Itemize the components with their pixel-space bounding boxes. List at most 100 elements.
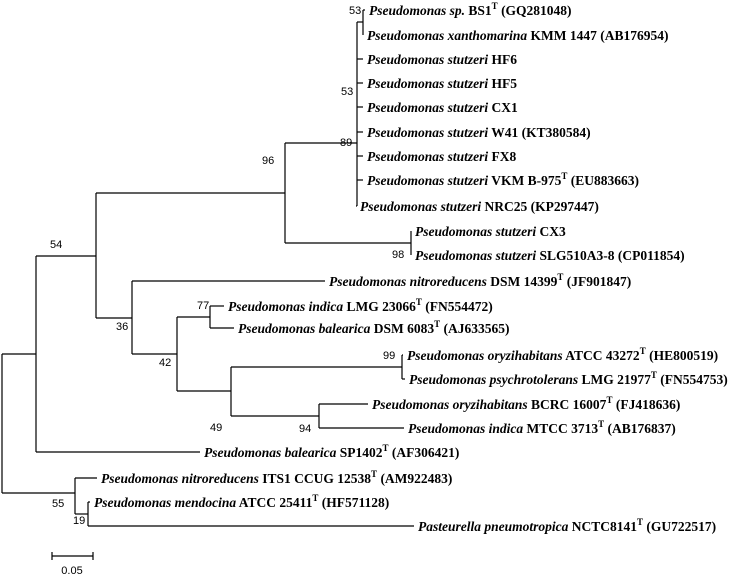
taxon-species-name: Pseudomonas stutzeri <box>367 149 488 164</box>
taxon-species-name: Pseudomonas stutzeri <box>415 224 536 239</box>
taxon-species-name: Pseudomonas indica <box>408 421 523 436</box>
taxon-species-name: Pseudomonas psychrotolerans <box>409 372 578 387</box>
type-strain-marker: T <box>383 443 389 453</box>
taxon-species-name: Pseudomonas nitroreducens <box>329 274 487 289</box>
taxon-strain: ITS1 CCUG 12538 <box>259 471 371 486</box>
taxon-species-name: Pseudomonas balearica <box>204 445 337 460</box>
type-strain-marker: T <box>606 395 612 405</box>
taxon-strain: LMG 23066 <box>343 299 416 314</box>
scale-bar-label: 0.05 <box>61 565 82 577</box>
taxon-species-name: Pasteurella pneumotropica <box>418 519 569 534</box>
taxon-accession: (HE800519) <box>646 348 718 363</box>
taxon-species-name: Pseudomonas mendocina <box>94 495 236 510</box>
taxon-label: Pseudomonas stutzeri CX3 <box>415 224 566 239</box>
taxon-label: Pseudomonas balearica SP1402T (AF306421) <box>204 443 459 460</box>
taxon-accession: (JF901847) <box>563 274 631 289</box>
taxon-strain: HF6 <box>488 52 517 67</box>
bootstrap-value: 49 <box>210 422 222 434</box>
taxon-accession: (AM922483) <box>377 471 452 486</box>
taxon-label: Pseudomonas xanthomarina KMM 1447 (AB176… <box>367 28 669 43</box>
taxon-species-name: Pseudomonas stutzeri <box>367 52 488 67</box>
bootstrap-value: 19 <box>73 515 85 527</box>
taxon-species-name: Pseudomonas oryzihabitans <box>372 397 528 412</box>
taxon-strain: CX1 <box>488 100 518 115</box>
taxon-species-name: Pseudomonas stutzeri <box>367 173 488 188</box>
taxon-label: Pseudomonas stutzeri NRC25 (KP297447) <box>360 199 599 214</box>
taxon-strain: KMM 1447 <box>527 28 597 43</box>
taxon-accession: (KP297447) <box>527 199 599 214</box>
taxon-strain: SLG510A3-8 <box>536 248 615 263</box>
bootstrap-value: 99 <box>383 350 395 362</box>
taxon-label: Pasteurella pneumotropica NCTC8141T (GU7… <box>418 517 716 534</box>
bootstrap-value: 89 <box>340 137 352 149</box>
taxon-accession: (AB176837) <box>604 421 676 436</box>
bootstrap-value: 53 <box>349 5 361 17</box>
taxon-species-name: Pseudomonas stutzeri <box>415 248 536 263</box>
taxon-label: Pseudomonas oryzihabitans BCRC 16007T (F… <box>372 395 680 412</box>
taxon-strain: BS1 <box>465 3 492 18</box>
taxon-species-name: Pseudomonas oryzihabitans <box>407 348 563 363</box>
type-strain-marker: T <box>640 346 646 356</box>
taxon-strain: ATCC 43272 <box>563 348 640 363</box>
bootstrap-value: 42 <box>159 357 171 369</box>
taxon-label: Pseudomonas oryzihabitans ATCC 43272T (H… <box>407 346 718 363</box>
bootstrap-value: 55 <box>52 498 64 510</box>
type-strain-marker: T <box>598 419 604 429</box>
type-strain-marker: T <box>312 493 318 503</box>
taxon-label: Pseudomonas sp. BS1T (GQ281048) <box>369 1 572 18</box>
taxon-strain: LMG 21977 <box>578 372 651 387</box>
taxon-strain: VKM B-975 <box>488 173 561 188</box>
type-strain-marker: T <box>637 517 643 527</box>
taxon-accession: (EU883663) <box>567 173 639 188</box>
taxon-strain: SP1402 <box>336 445 382 460</box>
bootstrap-value: 94 <box>299 423 311 435</box>
taxon-accession: (FJ418636) <box>612 397 680 412</box>
taxon-accession: (GU722517) <box>643 519 716 534</box>
taxon-species-name: Pseudomonas sp. <box>369 3 465 18</box>
taxon-strain: NRC25 <box>481 199 527 214</box>
taxon-label: Pseudomonas stutzeri HF5 <box>367 76 517 91</box>
taxon-strain: CX3 <box>536 224 566 239</box>
taxon-label: Pseudomonas stutzeri CX1 <box>367 100 518 115</box>
taxon-accession: (KT380584) <box>518 125 590 140</box>
taxon-strain: ATCC 25411 <box>236 495 313 510</box>
taxon-label: Pseudomonas indica LMG 23066T (FN554472) <box>228 297 493 314</box>
type-strain-marker: T <box>561 171 567 181</box>
taxon-species-name: Pseudomonas stutzeri <box>367 100 488 115</box>
taxon-strain: BCRC 16007 <box>528 397 607 412</box>
taxon-species-name: Pseudomonas balearica <box>238 321 371 336</box>
bootstrap-value: 96 <box>262 155 274 167</box>
taxon-accession: (AF306421) <box>389 445 460 460</box>
taxon-accession: (FN554753) <box>657 372 728 387</box>
taxon-species-name: Pseudomonas stutzeri <box>360 199 481 214</box>
type-strain-marker: T <box>557 272 563 282</box>
type-strain-marker: T <box>416 297 422 307</box>
taxon-label: Pseudomonas psychrotolerans LMG 21977T (… <box>409 370 728 387</box>
taxon-strain: DSM 6083 <box>370 321 434 336</box>
taxon-accession: (AJ633565) <box>440 321 509 336</box>
type-strain-marker: T <box>434 319 440 329</box>
taxon-accession: (FN554472) <box>422 299 493 314</box>
taxon-label: Pseudomonas stutzeri HF6 <box>367 52 517 67</box>
taxon-species-name: Pseudomonas stutzeri <box>367 76 488 91</box>
taxon-species-name: Pseudomonas xanthomarina <box>367 28 527 43</box>
taxon-strain: FX8 <box>488 149 516 164</box>
taxon-species-name: Pseudomonas nitroreducens <box>101 471 259 486</box>
taxon-strain: MTCC 3713 <box>523 421 598 436</box>
scale-bar: 0.05 <box>51 552 94 577</box>
bootstrap-value: 98 <box>392 249 404 261</box>
taxon-label: Pseudomonas mendocina ATCC 25411T (HF571… <box>94 493 389 510</box>
taxon-accession: (GQ281048) <box>498 3 572 18</box>
taxon-species-name: Pseudomonas indica <box>228 299 343 314</box>
taxon-label: Pseudomonas stutzeri FX8 <box>367 149 517 164</box>
taxon-accession: (CP011854) <box>615 248 685 263</box>
bootstrap-value: 36 <box>116 321 128 333</box>
taxon-label: Pseudomonas nitroreducens DSM 14399T (JF… <box>329 272 631 289</box>
taxon-strain: DSM 14399 <box>487 274 558 289</box>
taxon-label: Pseudomonas stutzeri VKM B-975T (EU88366… <box>367 171 639 188</box>
taxon-accession: (HF571128) <box>318 495 389 510</box>
taxon-strain: HF5 <box>488 76 517 91</box>
bootstrap-value: 53 <box>341 86 353 98</box>
taxon-species-name: Pseudomonas stutzeri <box>367 125 488 140</box>
